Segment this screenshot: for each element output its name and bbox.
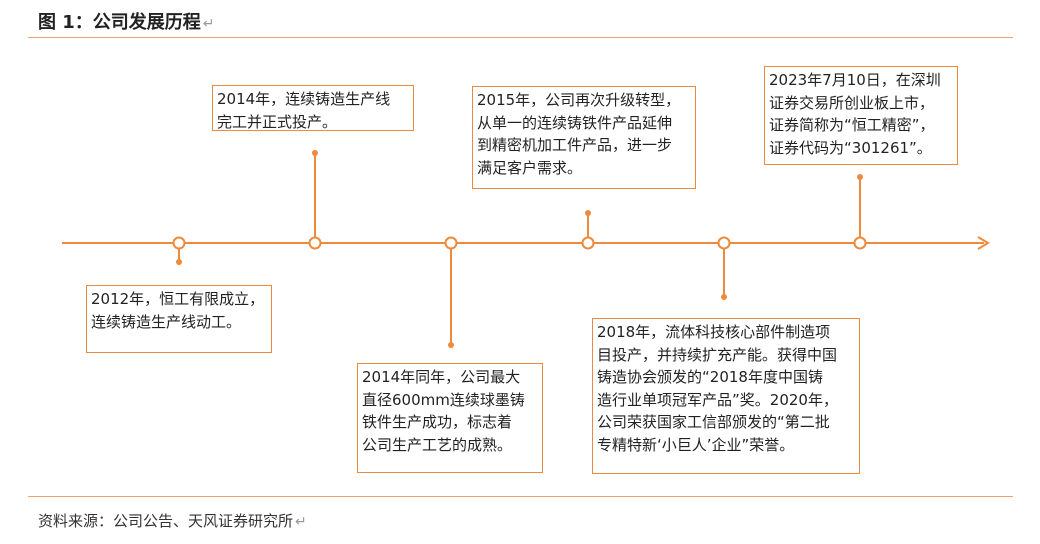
node-2023: [853, 236, 867, 250]
timeline-arrow-icon: [977, 236, 990, 250]
event-box-2014a: 2014年，连续铸造生产线 完工并正式投产。: [212, 85, 414, 131]
end-dot-2014b: [448, 342, 454, 348]
end-dot-2012: [176, 259, 182, 265]
node-2018: [717, 236, 731, 250]
source-text: 资料来源：公司公告、天风证券研究所: [38, 512, 294, 530]
top-divider: [28, 37, 1013, 38]
end-dot-2023: [857, 174, 863, 180]
node-2015: [581, 236, 595, 250]
node-2012: [172, 236, 186, 250]
end-dot-2015: [585, 210, 591, 216]
event-box-2014b: 2014年同年，公司最大 直径600mm连续球墨铸 铁件生产成功，标志着 公司生…: [357, 363, 543, 473]
event-box-2012: 2012年，恒工有限成立， 连续铸造生产线动工。: [86, 285, 272, 353]
figure-title: 图 1：公司发展历程↵: [38, 8, 215, 34]
event-box-2018: 2018年，流体科技核心部件制造项 目投产，并持续扩充产能。获得中国 铸造协会颁…: [592, 318, 860, 474]
event-box-2015: 2015年，公司再次升级转型， 从单一的连续铸铁件产品延伸 到精密机加工件产品，…: [472, 86, 696, 189]
event-box-2023: 2023年7月10日，在深圳 证券交易所创业板上市， 证券简称为“恒工精密”， …: [764, 66, 958, 165]
source-return-mark-icon: ↵: [295, 514, 307, 530]
node-2014a: [308, 236, 322, 250]
figure-title-text: 图 1：公司发展历程: [38, 12, 201, 33]
return-mark-icon: ↵: [202, 16, 215, 32]
node-2014b: [444, 236, 458, 250]
bottom-divider: [28, 496, 1013, 497]
source-note: 资料来源：公司公告、天风证券研究所↵: [38, 510, 307, 531]
end-dot-2014a: [312, 150, 318, 156]
end-dot-2018: [721, 294, 727, 300]
